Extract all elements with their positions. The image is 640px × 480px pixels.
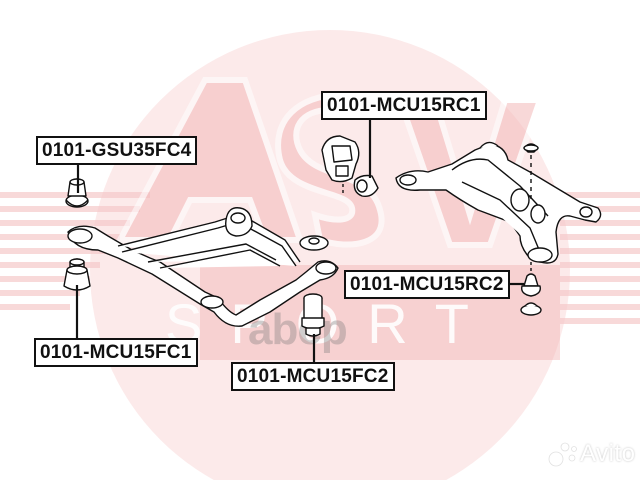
part-label-mcu15fc1[interactable]: 0101-MCU15FC1 [34,338,198,367]
avito-watermark: Avito [580,440,636,467]
bushing-mcu15fc2-drawing [301,293,325,337]
front-subframe-drawing [67,207,339,327]
part-label-mcu15fc2[interactable]: 0101-MCU15FC2 [231,362,395,391]
avito-logo-dots [548,442,577,467]
bushing-mcu15rc1-drawing [321,135,379,198]
part-label-gsu35fc4[interactable]: 0101-GSU35FC4 [36,136,198,165]
washer-front-drawing [299,235,329,251]
part-label-mcu15rc2[interactable]: 0101-MCU15RC2 [344,270,510,299]
rear-subframe-drawing [395,141,602,264]
part-label-mcu15rc1[interactable]: 0101-MCU15RC1 [321,91,487,120]
rear-top-washer-drawing [523,143,539,200]
bushing-mcu15rc2-drawing [520,262,542,316]
bushing-mcu15fc1-drawing [63,258,91,291]
